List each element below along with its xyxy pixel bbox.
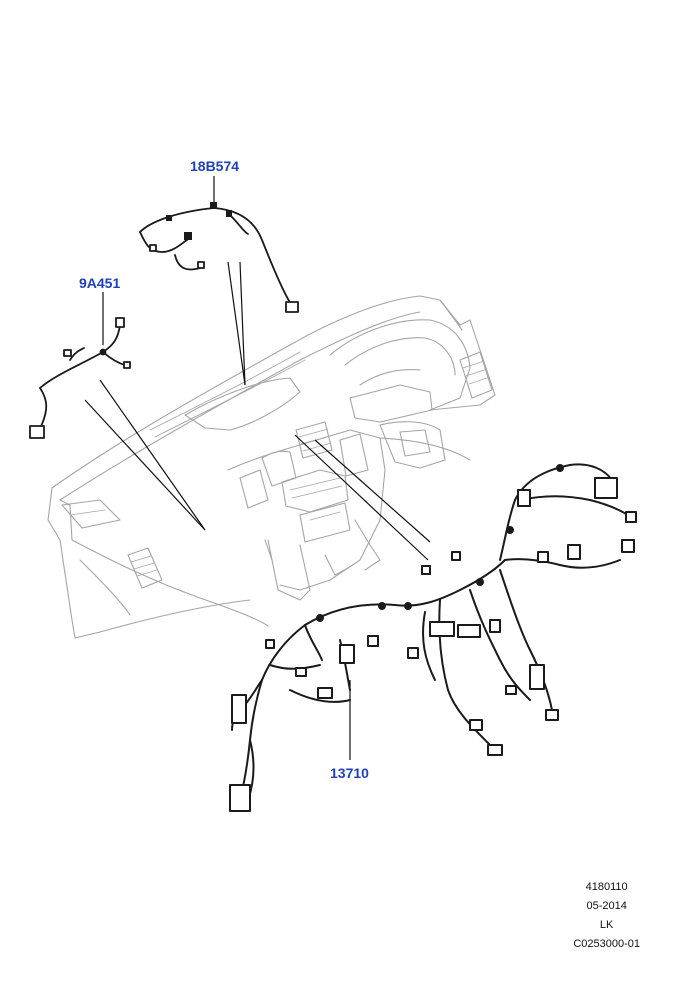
harness-9a451 bbox=[29, 317, 131, 439]
catalogue-code: C0253000-01 bbox=[573, 938, 640, 950]
diagram-reference-footer: 4180110 05-2014 LK C0253000-01 bbox=[573, 878, 640, 954]
illustration-number: 4180110 bbox=[585, 881, 628, 893]
part-number-18b574-label[interactable]: 18B574 bbox=[190, 158, 240, 174]
model-code: LK bbox=[599, 919, 614, 931]
part-number-9a451-label[interactable]: 9A451 bbox=[79, 275, 121, 291]
dashboard-outline bbox=[47, 295, 496, 639]
harness-13710 bbox=[229, 463, 637, 812]
revision-date: 05-2014 bbox=[586, 900, 627, 912]
leader-lines bbox=[84, 176, 431, 760]
harness-18b574 bbox=[139, 202, 299, 313]
part-number-13710-label[interactable]: 13710 bbox=[330, 765, 369, 781]
